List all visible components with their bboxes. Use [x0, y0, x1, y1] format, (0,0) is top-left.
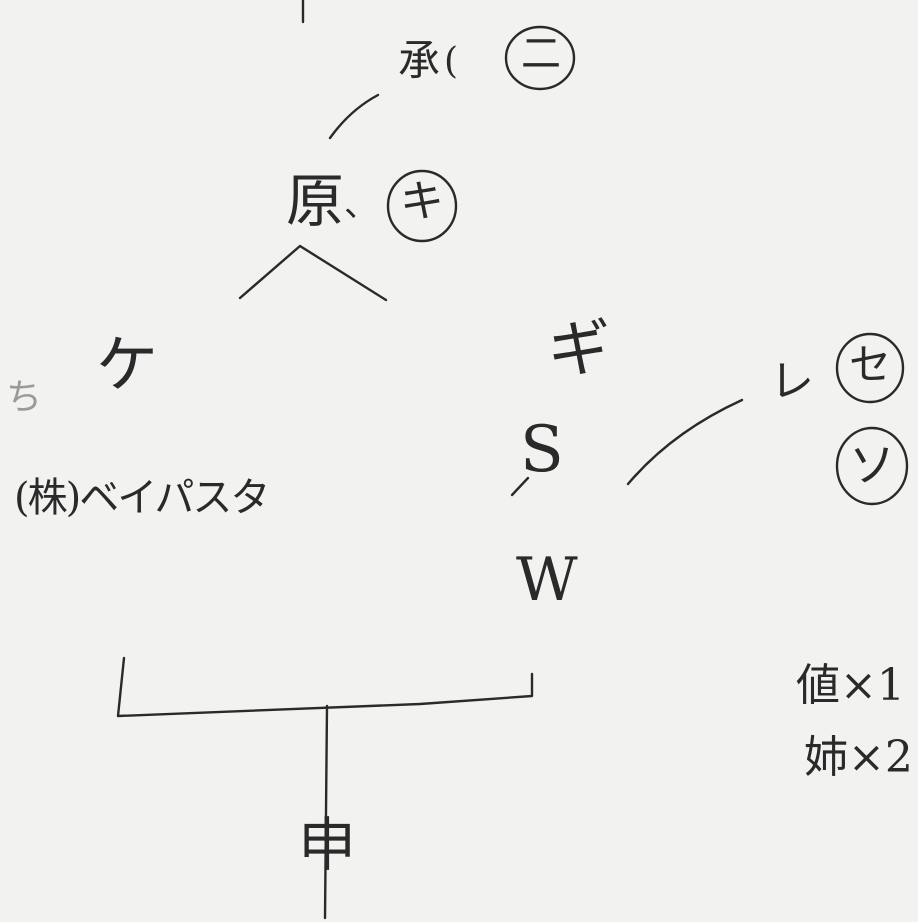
- middle-s-letter: S: [520, 413, 564, 487]
- circle-top: [504, 25, 576, 91]
- bottom-kanji: 申: [298, 811, 357, 879]
- parent-split-line: [238, 244, 388, 302]
- circle-parent: [386, 169, 458, 243]
- parent-circled-label: キ: [400, 176, 444, 227]
- right-circled-label-2: ソ: [849, 438, 895, 492]
- top-kanji-trail: (: [444, 41, 459, 82]
- left-margin-mark: ち: [6, 377, 43, 418]
- s-flick-line: [510, 476, 530, 497]
- parent-kanji: 原: [286, 167, 345, 235]
- right-kana: レ: [770, 356, 814, 407]
- top-kanji: 承: [398, 36, 441, 85]
- company-label: (株)ベイパスタ: [14, 475, 270, 521]
- right-circled-label-1: セ: [848, 340, 891, 389]
- circle-right-2: [835, 426, 909, 506]
- tally-line-1: 値×1: [796, 660, 905, 711]
- parent-trail-mark: 、: [344, 185, 378, 225]
- top-circled-label: 二: [521, 31, 561, 77]
- circle-right-1: [835, 332, 905, 404]
- bottom-bracket-line: [116, 656, 534, 718]
- left-child-kana: ケ: [96, 328, 159, 401]
- middle-kana: ギ: [548, 312, 611, 385]
- tally-line-2: 姉×2: [804, 732, 913, 783]
- middle-w-letter: W: [516, 545, 578, 615]
- right-branch-line: [626, 398, 744, 486]
- bottom-vertical-line: [323, 704, 329, 920]
- connector-top-to-parent: [328, 93, 380, 140]
